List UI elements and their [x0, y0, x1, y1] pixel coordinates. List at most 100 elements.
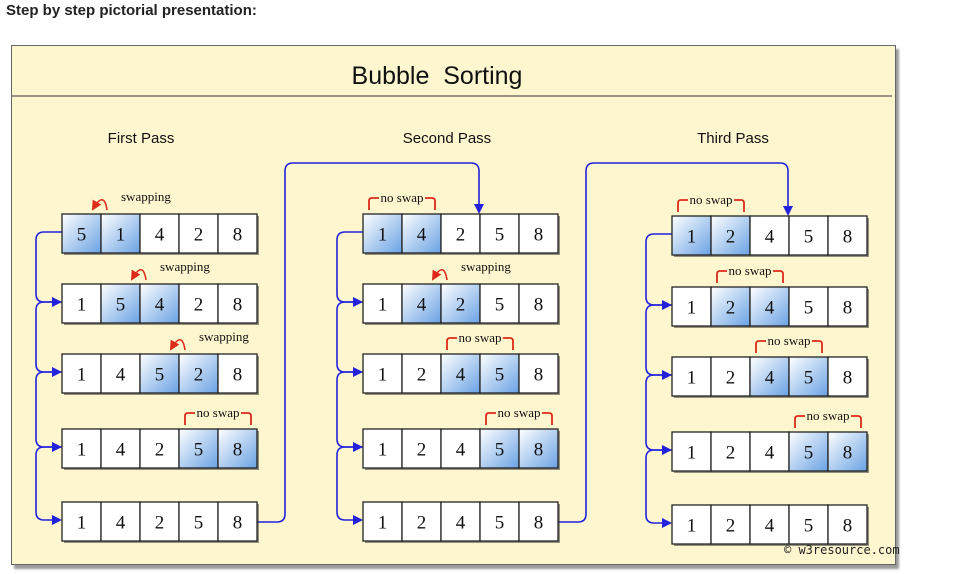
pass-connector-arrow [257, 162, 484, 523]
cell-value: 2 [726, 298, 736, 319]
flow-arrow [336, 446, 363, 525]
array-cell [827, 504, 868, 545]
cell-value: 1 [687, 516, 697, 537]
flow-arrow [336, 301, 363, 377]
array-cell [749, 356, 790, 397]
cell-value: 4 [116, 440, 126, 461]
array-cell [671, 286, 712, 327]
cell-value: 5 [495, 225, 505, 246]
array-cell [100, 283, 141, 324]
cell-value: 1 [687, 227, 697, 248]
flow-arrow [336, 371, 363, 452]
array-cell [671, 504, 712, 545]
no-swap-bracket [446, 337, 514, 350]
array-cell [518, 213, 559, 254]
array-cell [710, 504, 751, 545]
no-swap-label: no swap [690, 192, 733, 207]
cell-value: 8 [843, 516, 853, 537]
cell-value: 5 [804, 368, 814, 389]
no-swap-label: no swap [459, 330, 502, 345]
cell-value: 5 [804, 516, 814, 537]
array-cell [61, 353, 102, 394]
cell-value: 8 [843, 368, 853, 389]
pass-label: First Pass [108, 130, 175, 147]
no-swap-bracket [184, 412, 252, 425]
flow-arrow [35, 301, 62, 377]
cell-value: 5 [495, 365, 505, 386]
flow-arrow [35, 231, 62, 307]
cell-value: 2 [726, 227, 736, 248]
cell-value: 2 [155, 440, 165, 461]
cell-value: 4 [155, 225, 165, 246]
swap-label: swapping [160, 259, 210, 274]
array-cell [100, 213, 141, 254]
flow-arrow [645, 304, 672, 380]
cell-value: 4 [456, 440, 466, 461]
cell-value: 2 [155, 513, 165, 534]
cell-value: 4 [116, 365, 126, 386]
swap-label: swapping [199, 329, 249, 344]
cell-value: 4 [765, 368, 775, 389]
array-cell [479, 428, 520, 469]
array-cell [749, 504, 790, 545]
cell-value: 8 [233, 513, 243, 534]
cell-value: 4 [765, 298, 775, 319]
no-swap-label: no swap [381, 190, 424, 205]
array-cell [100, 428, 141, 469]
cell-value: 4 [417, 295, 427, 316]
no-swap-label: no swap [498, 405, 541, 420]
cell-value: 5 [804, 298, 814, 319]
array-cell [139, 283, 180, 324]
array-cell [61, 283, 102, 324]
cell-value: 2 [456, 295, 466, 316]
cell-value: 5 [194, 440, 204, 461]
cell-value: 2 [417, 440, 427, 461]
swap-label: swapping [121, 189, 171, 204]
array-cell [362, 213, 403, 254]
array-cell [749, 215, 790, 256]
array-cell [217, 428, 258, 469]
cell-value: 5 [116, 295, 126, 316]
array-cell [100, 501, 141, 542]
array-cell [61, 501, 102, 542]
cell-value: 4 [456, 513, 466, 534]
array-cell [362, 428, 403, 469]
swap-label: swapping [461, 259, 511, 274]
array-cell [827, 431, 868, 472]
cell-value: 4 [765, 516, 775, 537]
cell-value: 5 [495, 295, 505, 316]
cell-value: 4 [456, 365, 466, 386]
array-cell [178, 501, 219, 542]
flow-arrow [35, 446, 62, 525]
cell-value: 8 [534, 295, 544, 316]
array-cell [401, 501, 442, 542]
cell-value: 1 [77, 365, 87, 386]
cell-value: 5 [194, 513, 204, 534]
cell-value: 4 [116, 513, 126, 534]
pass-label: Third Pass [697, 130, 769, 147]
array-cell [788, 431, 829, 472]
cell-value: 8 [843, 298, 853, 319]
array-cell [440, 428, 481, 469]
no-swap-bracket [716, 270, 784, 283]
cell-value: 4 [765, 227, 775, 248]
flow-arrow [35, 371, 62, 452]
array-cell [788, 356, 829, 397]
cell-value: 1 [116, 225, 126, 246]
cell-value: 8 [233, 295, 243, 316]
array-cell [749, 431, 790, 472]
page-heading: Step by step pictorial presentation: [6, 2, 257, 19]
cell-value: 5 [495, 440, 505, 461]
flow-arrow [645, 233, 672, 310]
array-cell [217, 283, 258, 324]
array-cell [401, 353, 442, 394]
